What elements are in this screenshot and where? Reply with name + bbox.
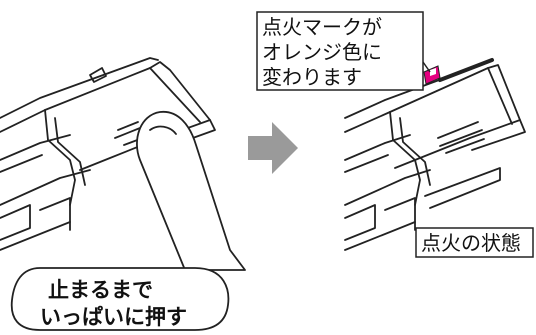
right-arrow-icon: [248, 122, 298, 174]
left-stove-panel-illustration: [0, 57, 216, 251]
state-label-box: 点火の状態: [415, 227, 534, 258]
instruction-text-line1: 止まるまで: [48, 278, 153, 302]
callout-text-line2: オレンジ色に: [262, 40, 382, 64]
callout-text-line3: 変わります: [262, 65, 362, 89]
callout-text-line1: 点火マークが: [262, 15, 382, 39]
instruction-text-line2: いっぱいに押す: [40, 305, 187, 329]
state-label-text: 点火の状態: [421, 231, 521, 255]
instruction-bubble: 止まるまで いっぱいに押す: [10, 267, 230, 331]
pressing-finger-illustration: [136, 111, 246, 271]
callout-box: 点火マークが オレンジ色に 変わります: [256, 11, 431, 91]
right-stove-panel-illustration: [344, 58, 526, 251]
